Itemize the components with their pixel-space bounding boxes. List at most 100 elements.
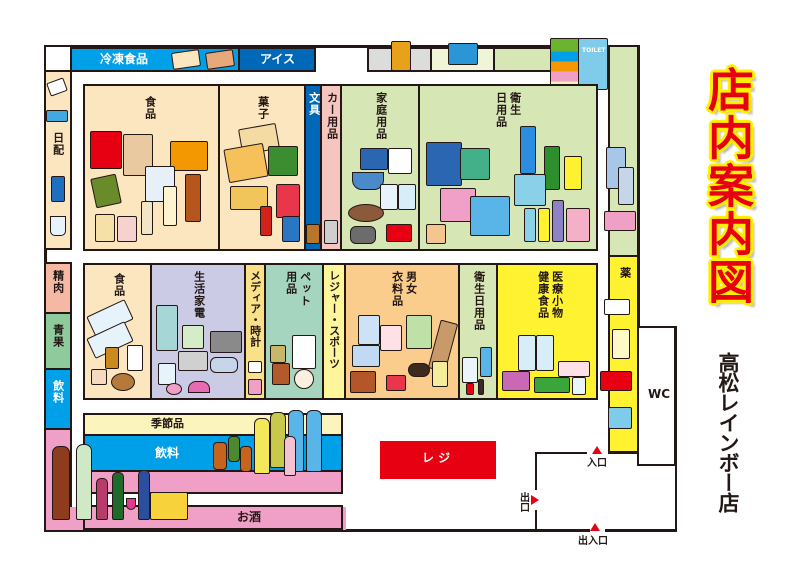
detergent-bottle-icon [564, 156, 582, 190]
aisle-car-goods-label: カー用品 [325, 92, 339, 140]
curry-box-icon [170, 141, 208, 171]
pet-food-can-icon [270, 345, 286, 363]
exit-arrow-icon [531, 495, 539, 505]
aisle-leisure-sports[interactable]: レジャー・スポーツ [322, 263, 346, 400]
produce-section[interactable]: 青果 [46, 312, 72, 370]
produce-label: 青果 [51, 324, 65, 348]
drinks-wall-section[interactable]: 飲料 [46, 368, 72, 430]
aisle-hygiene-2[interactable]: 衛生日用品 [458, 263, 498, 400]
water-bottle-icon [306, 410, 322, 472]
aisle-clothing-label-line1: 男女 [404, 271, 418, 295]
aisle-leisure-sports-label: レジャー・スポーツ [327, 270, 341, 369]
refrigerator-icon [156, 305, 178, 351]
aisle-food[interactable]: 食品 [83, 84, 220, 251]
medicine-section[interactable]: 薬 [600, 255, 639, 453]
snack-tube-icon [260, 206, 272, 236]
potato-chips-icon [223, 142, 269, 184]
rice-cooker-icon [158, 363, 176, 385]
beer-pack-icon [150, 492, 188, 520]
canned-drink-icon [213, 442, 227, 470]
shoes-icon [408, 363, 430, 377]
gloves-icon [386, 375, 406, 391]
aisle-hygiene-label-line1: 衛生 [508, 92, 522, 116]
toilet-cleaner-icon [544, 146, 560, 190]
aisle-hygiene-label-line2: 日用品 [494, 92, 508, 128]
drink-bottle-icon [141, 201, 153, 235]
aisle-appliances-label: 生活家電 [192, 271, 206, 319]
left-corner-blank [46, 47, 72, 72]
register-counter[interactable]: レ ジ [380, 441, 496, 479]
aisle-household-label: 家庭用品 [374, 92, 388, 140]
lipstick-icon [478, 379, 484, 395]
aisle-snacks[interactable]: 菓子 [218, 84, 306, 251]
jar-icon [91, 369, 107, 385]
aisle-household[interactable]: 家庭用品 [340, 84, 420, 251]
cabinet-icon [391, 41, 411, 71]
entrance-wall-top-right [608, 452, 638, 454]
entrance-wall-vertical-lower [535, 510, 537, 532]
aisle-clothing[interactable]: 男女 衣料品 [344, 263, 460, 400]
frozen-foods-section[interactable]: 冷凍食品 [70, 47, 240, 72]
drinks-wall-label: 飲料 [51, 380, 65, 404]
medicine-box-icon [608, 407, 632, 429]
page-title-text: 店内案内図 [701, 66, 755, 306]
aisle-appliances[interactable]: 生活家電 [150, 263, 246, 400]
canned-drink-icon [240, 446, 252, 472]
milk-formula-icon [426, 224, 446, 244]
saucepan-icon [350, 226, 376, 244]
tissue-pack-icon [550, 38, 580, 90]
milk-carton-icon [51, 176, 65, 202]
exit-label: 出口 [517, 492, 529, 512]
aisle-health-label-line2: 健康食品 [536, 271, 550, 319]
sauce-bottle-icon [185, 174, 201, 222]
meat-section[interactable]: 精肉 [46, 262, 72, 314]
wine-bottle-icon [112, 472, 124, 520]
food-container-icon [386, 224, 412, 242]
aisle-hygiene-daily[interactable]: 衛生 日用品 [418, 84, 598, 251]
pet-food-bag-icon [292, 335, 316, 369]
television-icon [210, 331, 242, 353]
ice-cream-section[interactable]: アイス [238, 47, 316, 72]
entrance-wall-vertical-upper [535, 452, 537, 490]
canned-drink-icon [228, 436, 240, 462]
hair-dryer-icon [166, 383, 182, 395]
baby-bag-icon [470, 196, 510, 236]
aisle-pet-goods[interactable]: ペット 用品 [264, 263, 324, 400]
aisle-media-clock[interactable]: メディア・時計 [244, 263, 266, 400]
top-shelf-storage [430, 43, 495, 72]
liquor-bottle-icon [138, 470, 150, 520]
liquor-section[interactable]: お酒 [83, 505, 343, 530]
tofu-pack-icon [46, 110, 68, 122]
diet-food-box-icon [502, 371, 530, 391]
cooking-pot-icon [352, 172, 384, 190]
aisle-clothing-label-line2: 衣料品 [390, 271, 404, 307]
restroom[interactable]: WC [637, 326, 676, 466]
liquor-shelf-upper[interactable] [83, 470, 343, 494]
frozen-product-icon [170, 49, 202, 70]
drinks-label: 飲料 [155, 446, 180, 460]
tea-pack-icon [127, 345, 143, 371]
main-entrance-arrow-icon [590, 523, 600, 531]
clothes-hanger-icon [360, 148, 388, 170]
daily-goods-section[interactable]: 日配 [46, 70, 72, 250]
medicine-box-icon [612, 329, 630, 359]
nail-polish-icon [466, 383, 474, 395]
aisle-stationery-label: 文具 [307, 92, 321, 116]
store-wall-bottom [44, 529, 590, 532]
contact-solution-icon [536, 335, 554, 371]
store-name: 高松レインボー店 [716, 352, 746, 512]
aisle-car-goods[interactable]: カー用品 [320, 84, 342, 251]
aisle-food-2[interactable]: 食品 [83, 263, 152, 400]
sugar-bag-icon [90, 131, 122, 169]
towel-icon [388, 148, 412, 174]
pink-bottle-icon [284, 436, 296, 476]
canned-food-icon [117, 216, 137, 242]
tea-bottle-icon [254, 418, 270, 474]
shampoo-bottle-icon [524, 208, 536, 242]
seasonal-goods-section[interactable]: 季節品 [83, 413, 343, 436]
aisle-media-clock-label: メディア・時計 [248, 270, 262, 347]
aisle-health[interactable]: 医療小物 健康食品 [496, 263, 598, 400]
seasonal-goods-label: 季節品 [151, 417, 184, 430]
sake-bottle-icon [52, 446, 70, 520]
iron-icon [188, 381, 210, 393]
